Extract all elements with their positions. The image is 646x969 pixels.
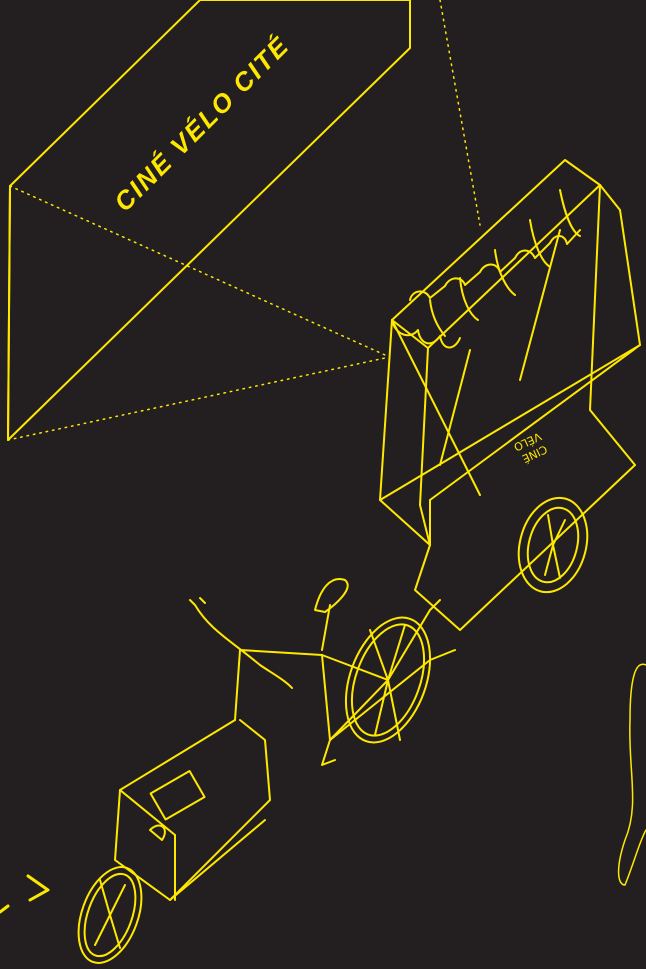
- background: [0, 0, 646, 969]
- cine-velo-cite-illustration: CINÉ VÉLO CITÉ CINÉ VÉLO: [0, 0, 646, 969]
